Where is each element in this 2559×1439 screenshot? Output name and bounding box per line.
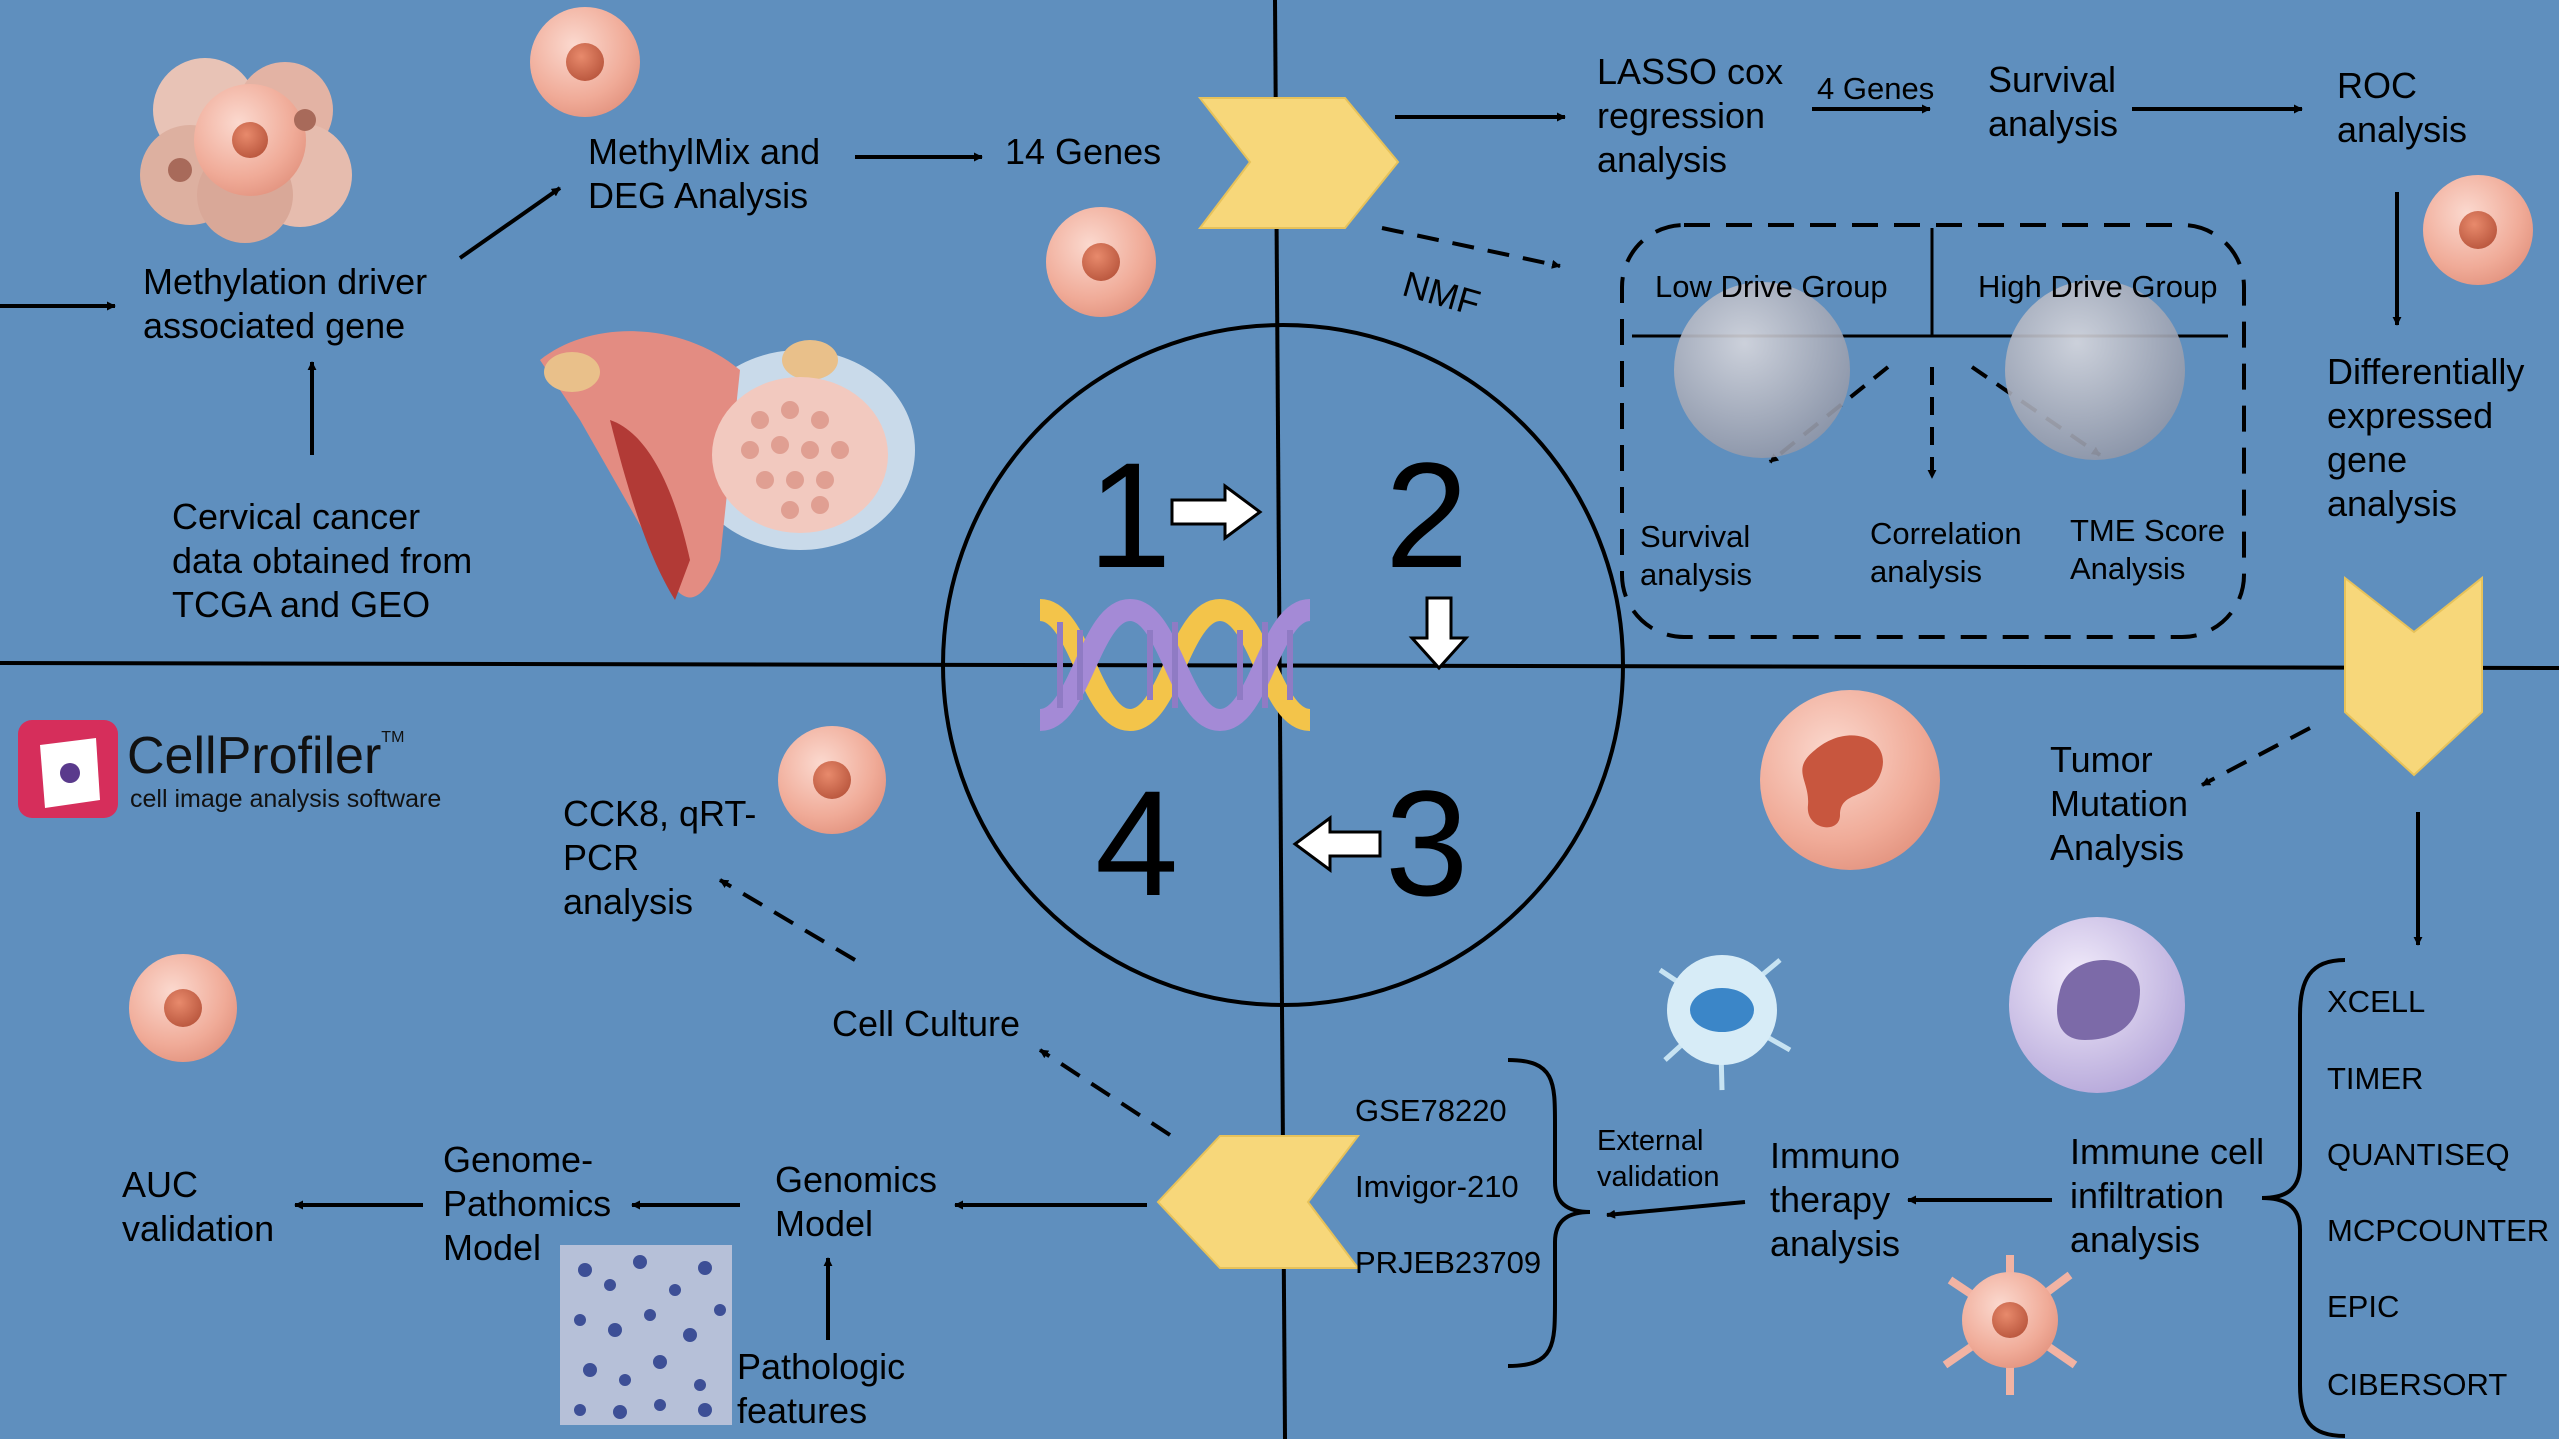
dataset-imvigor210: Imvigor-210 — [1355, 1169, 1519, 1204]
pink-cell-icon — [530, 7, 640, 117]
method-mcpcounter: MCPCOUNTER — [2327, 1213, 2550, 1248]
flow-arrows — [0, 104, 2423, 1340]
method-epic: EPIC — [2327, 1289, 2400, 1324]
step-number-4: 4 — [1095, 759, 1179, 927]
tumor-cell-cluster-icon — [140, 58, 352, 243]
dataset-gse78220: GSE78220 — [1355, 1093, 1507, 1128]
white-arrow-down-icon — [1408, 596, 1470, 671]
cellprofiler-title: CellProfilerTM — [127, 727, 405, 785]
grey-tumor-cell-icon — [1674, 280, 2185, 460]
cellprofiler-subtitle: cell image analysis software — [130, 785, 442, 813]
methods-brace — [2261, 958, 2346, 1438]
high-drive-group-label: High Drive Group — [1978, 269, 2218, 304]
pink-cell-icon — [1046, 207, 1156, 317]
genes14-label: 14 Genes — [1005, 131, 1162, 172]
histology-image-icon — [560, 1245, 732, 1425]
purple-cell-icon — [2009, 917, 2185, 1093]
method-cibersort: CIBERSORT — [2327, 1367, 2508, 1402]
step-number-2: 2 — [1385, 431, 1469, 599]
pink-cell-icon — [778, 726, 886, 834]
dashed-arrows — [718, 226, 2311, 1137]
chevron-down-icon — [2344, 575, 2483, 777]
chevron-right-icon — [1197, 97, 1400, 229]
white-arrow-right-icon — [1170, 483, 1263, 541]
chevron-left-icon — [1156, 1135, 1361, 1269]
step-number-1: 1 — [1088, 431, 1172, 599]
uterus-tumor-icon — [540, 331, 915, 600]
pink-cell-icon — [129, 954, 237, 1062]
method-quantiseq: QUANTISEQ — [2327, 1137, 2510, 1172]
central-circle — [941, 323, 1625, 1007]
t-cell-icon — [1942, 1255, 2078, 1395]
step-number-3: 3 — [1385, 759, 1469, 927]
method-xcell: XCELL — [2327, 984, 2426, 1019]
cell-culture-label: Cell Culture — [832, 1003, 1021, 1044]
dataset-brace — [1507, 1058, 1591, 1368]
white-arrow-left-icon — [1292, 815, 1382, 873]
dataset-prjeb23709: PRJEB23709 — [1355, 1245, 1542, 1280]
genes4-label: 4 Genes — [1817, 71, 1935, 106]
cellprofiler-logo-icon — [18, 720, 118, 818]
dendritic-cell-icon — [1658, 955, 1792, 1091]
neutrophil-cell-icon — [1760, 690, 1940, 870]
pink-cell-icon — [2423, 175, 2533, 285]
dna-helix-icon — [1037, 598, 1313, 732]
low-drive-group-label: Low Drive Group — [1655, 269, 1888, 304]
method-timer: TIMER — [2327, 1061, 2424, 1096]
